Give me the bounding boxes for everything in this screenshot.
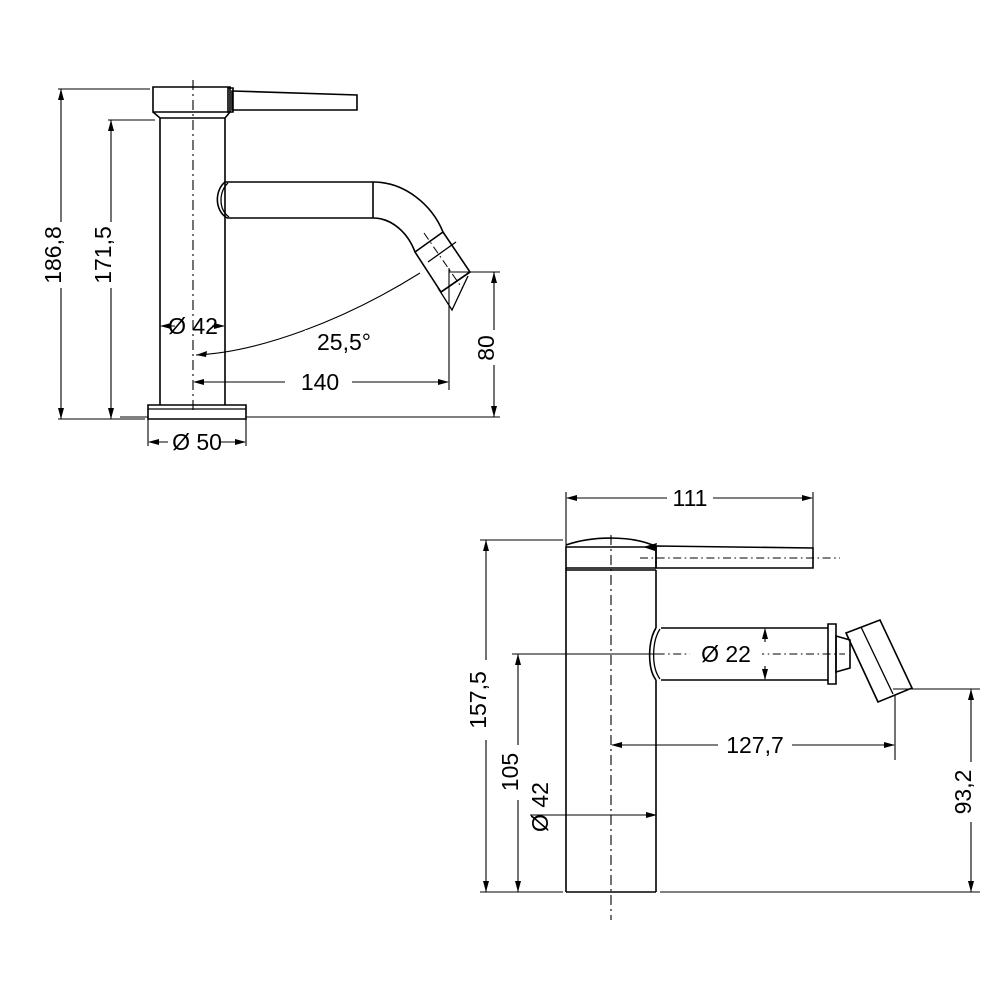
arrowhead-d42-left: [160, 323, 171, 329]
arrowhead-93-top: [968, 689, 974, 700]
spout-bend-outer-front: [372, 181, 444, 233]
aerator-seam-b-side: [845, 632, 879, 703]
body-column-side: [565, 568, 657, 892]
cartridge-cap-side: [565, 546, 657, 569]
dim-label-d50: Ø 50: [172, 429, 222, 455]
arrowhead-80-top: [491, 272, 497, 283]
lever-root-front: [227, 87, 234, 113]
dimension-spout-base-height-side: 105: [497, 653, 660, 893]
dim-label-d42: Ø 42: [168, 313, 218, 339]
angle-text-backdrop: [305, 330, 383, 356]
dim-label-25-5-top: 25,5°: [317, 329, 371, 355]
arrowhead-angle-left: [196, 351, 207, 357]
lever-cap-arc-side: [565, 537, 658, 548]
dim-label-105: 105: [497, 753, 523, 791]
lever-handle-side: [655, 545, 814, 569]
dim-label-d22: Ø 22: [701, 641, 751, 667]
aerator-seam-front: [427, 241, 457, 263]
spout-body-fillet-inner-front: [220, 182, 230, 218]
dimension-body-height-front: 171,5: [90, 119, 155, 420]
dimension-body-diameter-side: Ø 42: [527, 782, 657, 832]
arrowhead-105-top: [515, 654, 521, 665]
arrowhead-111-right: [802, 495, 813, 501]
angle-arc-25-5: [195, 272, 421, 356]
arrowhead-140-right: [438, 379, 449, 385]
dimension-spout-diameter-side: Ø 22: [690, 628, 768, 680]
aerator-front: [413, 230, 472, 294]
aerator-neck-side: [835, 634, 851, 674]
aerator-seam-a-side: [860, 626, 894, 695]
dim-label-140: 140: [301, 369, 339, 395]
arrowhead-d42-right: [214, 323, 225, 329]
cartridge-cap-front: [152, 86, 231, 113]
aerator-collar-side: [827, 623, 837, 685]
dim-label-127-7: 127,7: [726, 732, 784, 758]
dimension-spout-angle-front: 25,5° 25,5°: [195, 272, 421, 357]
dim-label-157-5: 157,5: [465, 671, 491, 729]
aerator-centerline-front: [423, 232, 463, 289]
dimension-total-height-front: 186,8: [40, 88, 150, 420]
d22-text-backdrop: [690, 640, 762, 666]
arrowhead-105-bottom: [515, 881, 521, 892]
arrowhead-127-right: [884, 742, 895, 748]
arrowhead-80-bottom: [491, 406, 497, 417]
dimension-body-diameter-front: Ø 42: [160, 313, 225, 339]
side-view-geometry: [565, 535, 914, 920]
arrowhead-140-left: [193, 379, 204, 385]
dimension-base-diameter-front: Ø 50: [120, 416, 500, 455]
dimension-total-height-side: 157,5: [465, 539, 563, 893]
arrowhead-171-top: [108, 120, 114, 131]
dim-label-d42-side: Ø 42: [527, 782, 553, 832]
cap-flare-front: [152, 111, 231, 119]
front-elevation-view: 186,8 171,5 Ø 42 Ø 50: [40, 80, 500, 455]
arrowhead-d22-top: [762, 628, 768, 639]
arrowhead-186-top: [58, 89, 64, 100]
dimension-lever-length-side: 111: [565, 485, 814, 548]
arrowhead-d50-left: [148, 439, 159, 445]
dim-label-171-5: 171,5: [90, 226, 116, 284]
arrowhead-111-left: [566, 495, 577, 501]
arrowhead-93-bottom: [968, 881, 974, 892]
dimension-spout-reach-front: 140: [193, 268, 450, 395]
outlet-marker-front: [437, 275, 469, 312]
dim-label-111: 111: [673, 485, 708, 511]
dim-label-186-8: 186,8: [40, 226, 66, 284]
spout-body-fillet-front: [216, 181, 228, 219]
arrowhead-d50-right: [235, 439, 246, 445]
spout-bend-inner-front: [372, 217, 416, 253]
aerator-side: [844, 618, 914, 704]
arrowhead-171-bottom: [108, 408, 114, 419]
front-view-geometry: [147, 80, 472, 420]
base-flange-front: [147, 404, 247, 420]
body-cylinder-front: [159, 118, 226, 405]
dimension-spout-height-front: 80: [449, 271, 500, 417]
arrowhead-d42-side-right: [646, 812, 657, 818]
arrowhead-157-bottom: [483, 881, 489, 892]
dimension-aerator-height-side: 93,2: [660, 688, 980, 893]
dim-label-80: 80: [473, 335, 499, 361]
lever-handle-front: [231, 90, 358, 111]
side-elevation-view: 111 157,5 105 Ø 42: [465, 485, 980, 920]
arrowhead-157-top: [483, 540, 489, 551]
dimension-spout-reach-side: 127,7: [611, 695, 896, 760]
arrowhead-127-left: [611, 742, 622, 748]
aerator-outlet-front: [440, 271, 471, 293]
arrowhead-186-bottom: [58, 408, 64, 419]
dim-label-93-2: 93,2: [950, 770, 976, 815]
arrowhead-d22-bottom: [762, 669, 768, 680]
